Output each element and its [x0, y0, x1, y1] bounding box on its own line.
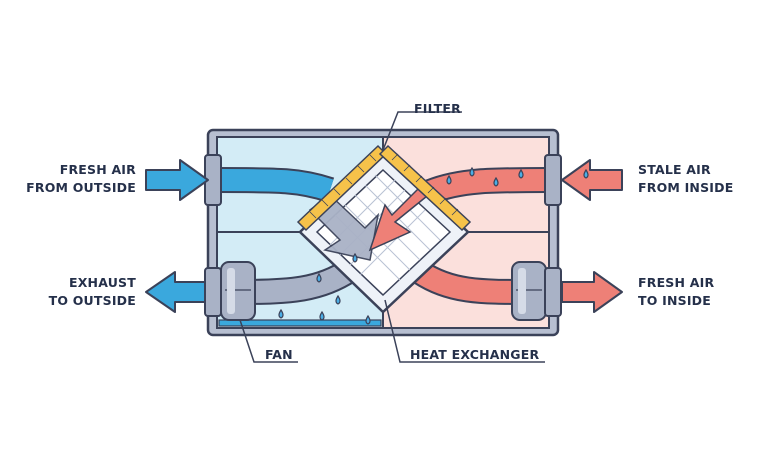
arrow-exhaust-out: [145, 271, 206, 313]
fan-left: [220, 261, 256, 321]
arrow-stale-air-in: [561, 159, 623, 201]
callout-lines: [239, 111, 545, 363]
filter-label: FILTER: [414, 101, 461, 116]
condensate-tray: [218, 319, 382, 327]
stale-air-from-inside-label: STALE AIR FROM INSIDE: [638, 162, 734, 195]
fresh-air-to-inside-label: FRESH AIR TO INSIDE: [638, 275, 715, 308]
fresh-air-from-outside-label: FRESH AIR FROM OUTSIDE: [26, 162, 136, 195]
fan-leader: [239, 319, 298, 363]
filter-right: [378, 144, 472, 232]
arrow-fresh-air-in: [145, 159, 209, 201]
heat-exchanger-leader: [384, 299, 545, 363]
exhaust-to-outside-label: EXHAUST TO OUTSIDE: [48, 275, 136, 308]
fan-right: [511, 261, 547, 321]
heat-exchanger-label: HEAT EXCHANGER: [410, 347, 540, 362]
fan-label: FAN: [265, 347, 293, 362]
arrow-fresh-air-out: [561, 271, 623, 313]
filter-leader: [382, 111, 462, 151]
water-droplets: [278, 166, 589, 325]
